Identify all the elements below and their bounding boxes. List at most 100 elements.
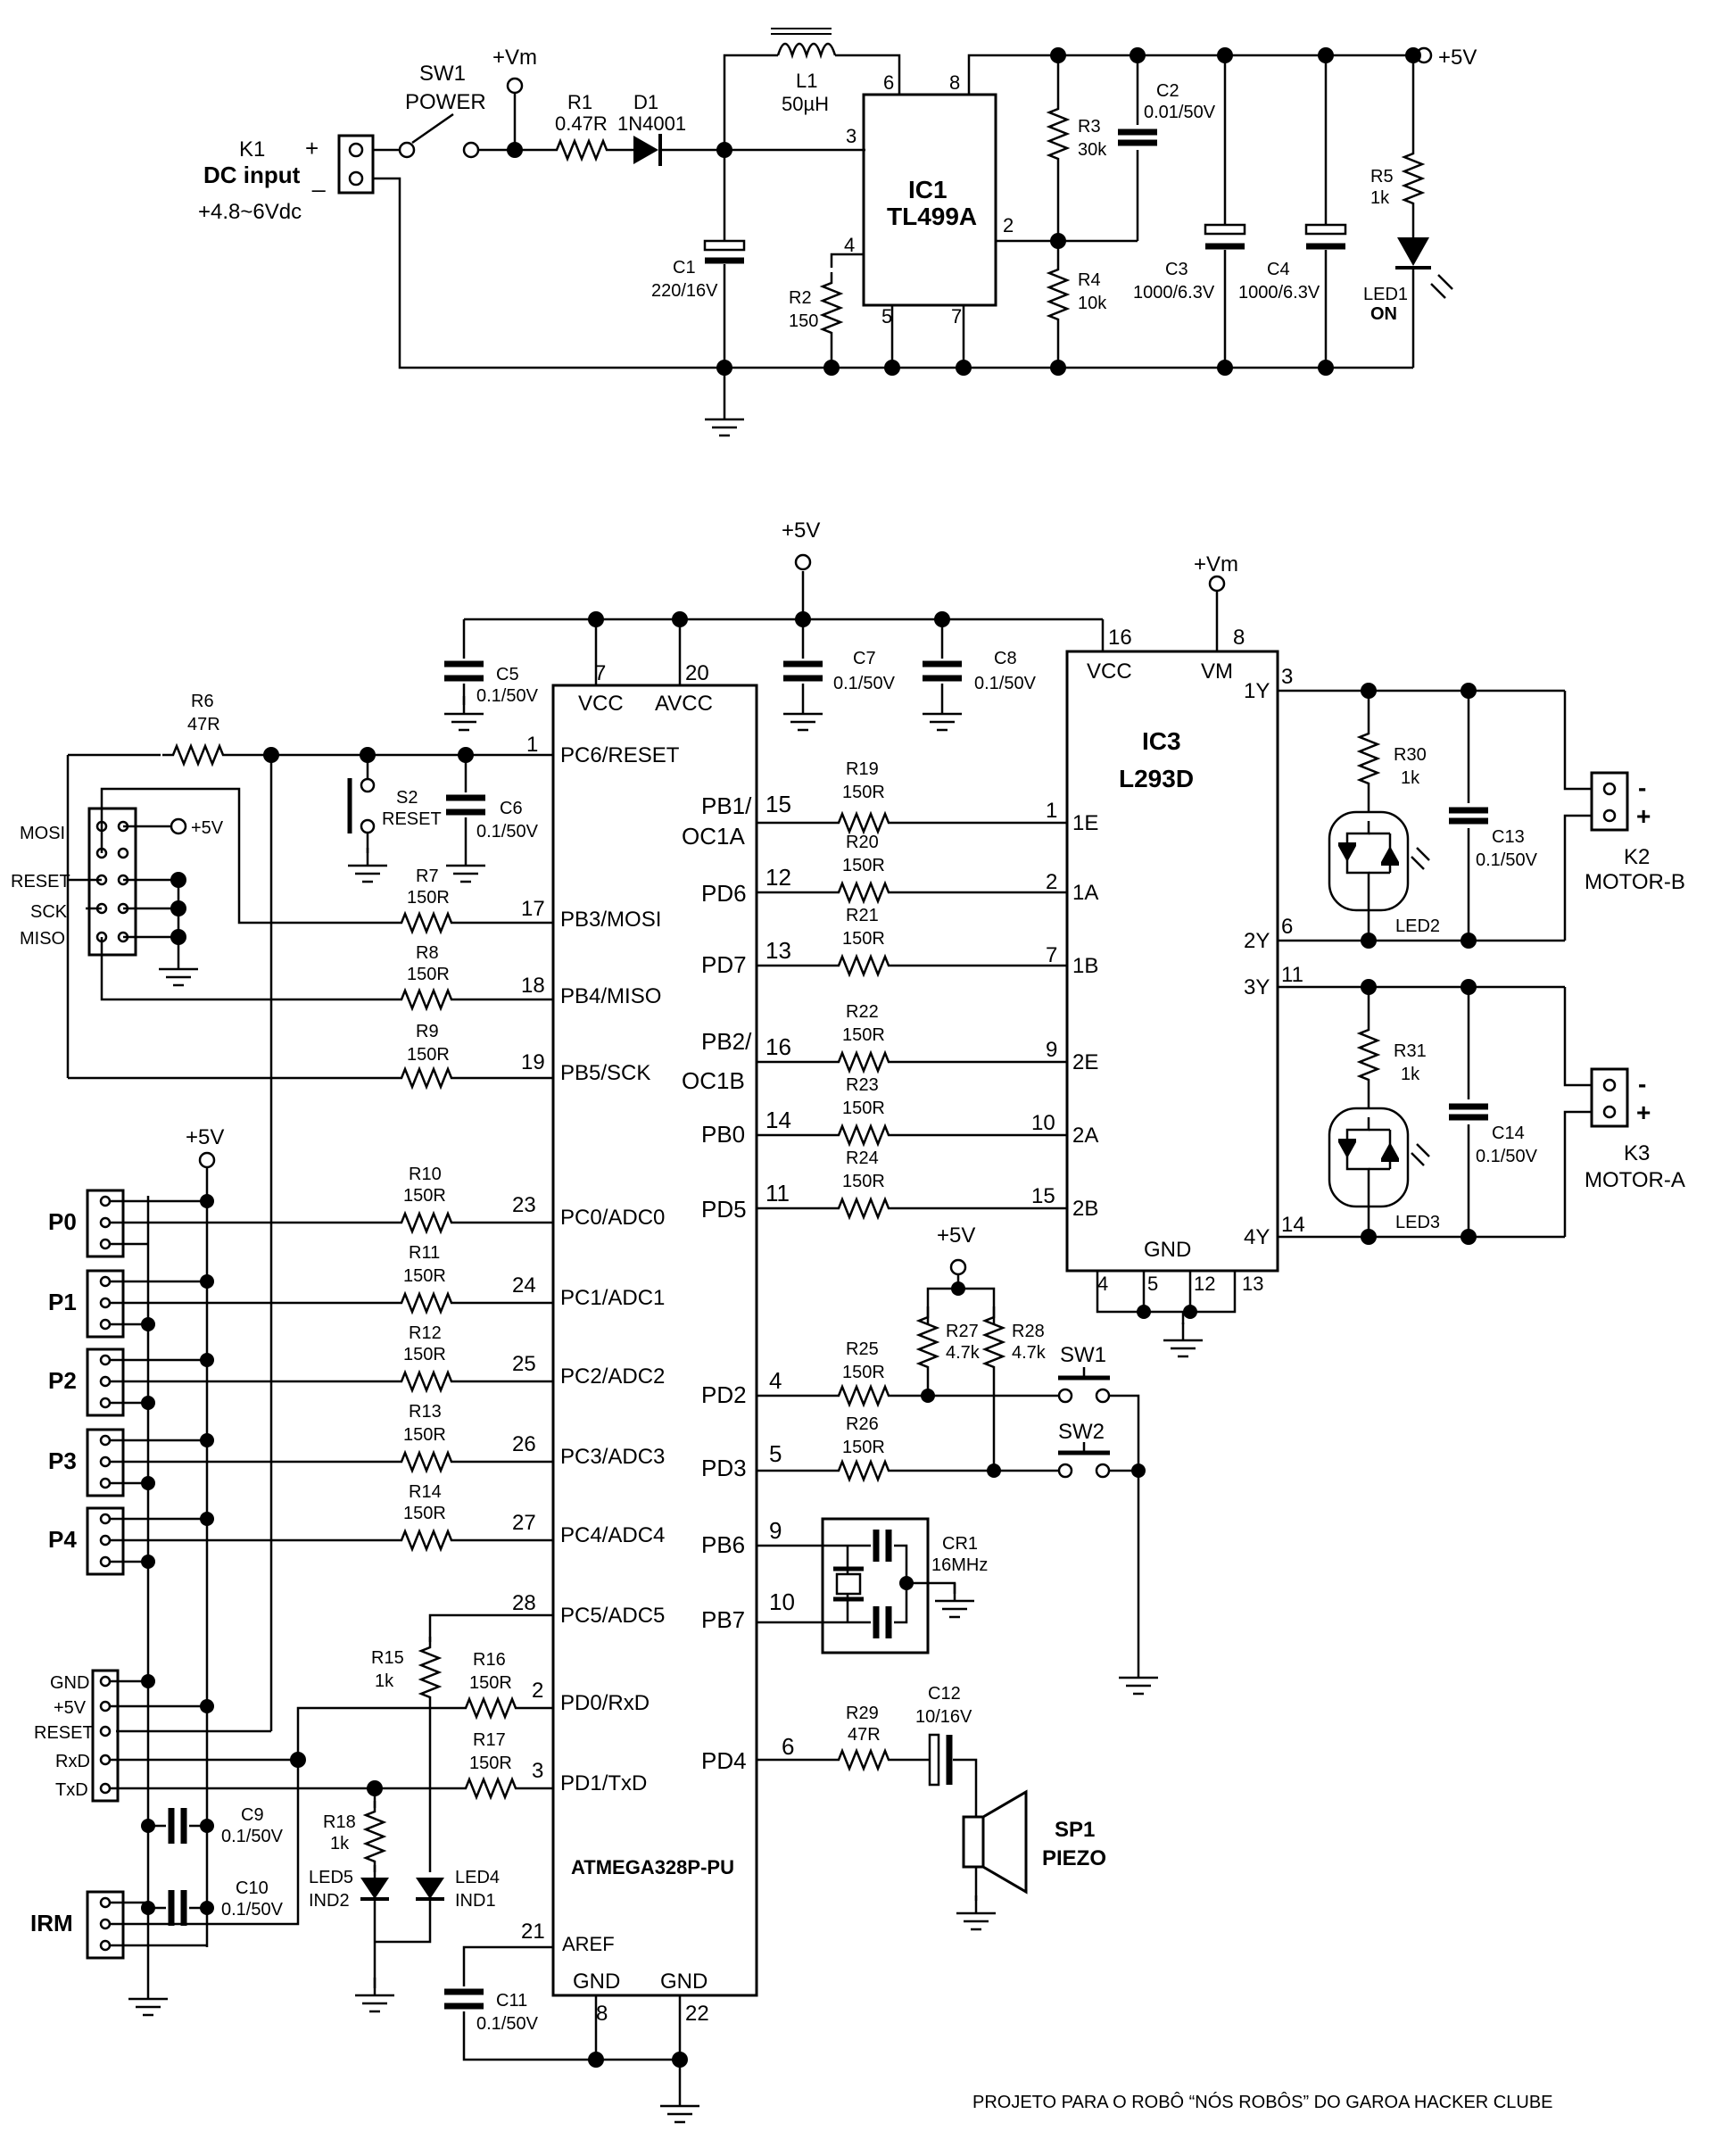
pin-num: 14 — [765, 1107, 791, 1133]
l1-ref: L1 — [796, 70, 817, 92]
serial-txd: TxD — [55, 1780, 88, 1800]
r28-value: 4.7k — [1012, 1343, 1047, 1363]
s2-ref: S2 — [396, 788, 418, 808]
pin-num: 18 — [521, 974, 545, 998]
r31-value: 1k — [1401, 1065, 1420, 1084]
r2-value: 150 — [789, 311, 818, 331]
pin-num: 11 — [1281, 963, 1303, 987]
r19-value: 150R — [842, 783, 885, 802]
r21-value: 150R — [842, 929, 885, 949]
isp-miso: MISO — [20, 929, 65, 949]
sw1-contact — [398, 141, 416, 159]
d1-ref: D1 — [633, 91, 658, 113]
led5-name: IND2 — [309, 1891, 350, 1911]
c6-value: 0.1/50V — [476, 822, 539, 842]
r4-ref: R4 — [1078, 270, 1101, 290]
pin-name: PD0/RxD — [560, 1691, 650, 1715]
port-p3: P3 — [48, 1447, 77, 1474]
pin-name: PC6/RESET — [560, 743, 680, 767]
pin-num: 27 — [512, 1511, 536, 1535]
r7-value: 150R — [407, 888, 450, 908]
ic1-pin7: 7 — [951, 305, 962, 328]
sp1-name: PIEZO — [1042, 1846, 1106, 1870]
ic3-part: L293D — [1119, 765, 1194, 792]
c11-value: 0.1/50V — [476, 2014, 539, 2034]
r24-value: 150R — [842, 1172, 885, 1191]
pullup-v5-label: +5V — [937, 1223, 975, 1248]
r17-ref: R17 — [473, 1730, 506, 1750]
pin-name: 4Y — [1244, 1225, 1270, 1249]
r3-ref: R3 — [1078, 117, 1101, 137]
ic3-vm: VM — [1201, 659, 1233, 684]
r30-value: 1k — [1401, 768, 1420, 788]
serial-rxd: RxD — [55, 1752, 90, 1771]
k3-plus: + — [1636, 1099, 1651, 1126]
r15-ref: R15 — [371, 1648, 404, 1668]
pin-name: 1Y — [1244, 679, 1270, 703]
mcu-v5-label: +5V — [782, 518, 820, 543]
r1-value: 0.47R — [555, 112, 608, 135]
c12-ref: C12 — [928, 1684, 961, 1704]
led4-ref: LED4 — [455, 1868, 500, 1887]
pin-name: 1E — [1072, 811, 1098, 835]
pin-name: PC1/ADC1 — [560, 1286, 665, 1310]
port-p4: P4 — [48, 1526, 77, 1553]
isp-sck: SCK — [30, 902, 68, 922]
sp1-speaker — [962, 1815, 985, 1869]
pin-num: 16 — [765, 1033, 791, 1060]
l1-value: 50µH — [782, 93, 829, 115]
pin-name: 3Y — [1244, 975, 1270, 999]
k3-name: MOTOR-A — [1585, 1168, 1685, 1192]
mcu-gnd2: GND — [660, 1969, 708, 1994]
mcu-chip — [551, 684, 758, 1997]
pin-num: 17 — [521, 897, 545, 921]
pin-name: PB5/SCK — [560, 1061, 650, 1085]
pin-name: PD7 — [701, 951, 747, 978]
ic1-pin5: 5 — [881, 305, 892, 328]
pin-name: PB6 — [701, 1531, 745, 1558]
pin-num: 13 — [765, 937, 791, 964]
ports-v5-label: +5V — [186, 1125, 224, 1149]
led4-name: IND1 — [455, 1891, 496, 1911]
k1-name: DC input — [203, 162, 301, 188]
ic1-pin3: 3 — [846, 125, 856, 147]
r24-ref: R24 — [846, 1148, 879, 1168]
c3-ref: C3 — [1165, 260, 1188, 279]
r25-value: 150R — [842, 1363, 885, 1382]
c10-value: 0.1/50V — [221, 1900, 284, 1920]
c9-value: 0.1/50V — [221, 1827, 284, 1846]
r6-value: 47R — [187, 715, 220, 734]
mcu-pin7: 7 — [594, 661, 606, 685]
ic3-gnd-pin13: 13 — [1242, 1273, 1263, 1295]
c8-ref: C8 — [994, 649, 1017, 668]
k1-plus: + — [305, 135, 319, 162]
ic3-vm-label: +Vm — [1194, 552, 1238, 576]
pin-num: 15 — [1031, 1184, 1055, 1208]
pin-name: PD4 — [701, 1747, 747, 1774]
r28-ref: R28 — [1012, 1322, 1045, 1341]
k2-connector — [1590, 771, 1629, 832]
pin-num: 12 — [765, 864, 791, 891]
pin-name: PD5 — [701, 1196, 747, 1223]
ic1-pin8: 8 — [949, 71, 960, 94]
r9-ref: R9 — [416, 1022, 439, 1041]
k2-minus: - — [1638, 774, 1646, 801]
c2-value: 0.01/50V — [1144, 103, 1216, 122]
r10-ref: R10 — [409, 1165, 442, 1184]
r27-ref: R27 — [946, 1322, 979, 1341]
ic3-ref: IC3 — [1142, 727, 1181, 755]
pin-name: 1A — [1072, 881, 1098, 905]
c4-ref: C4 — [1267, 260, 1290, 279]
led2-ref: LED2 — [1395, 916, 1440, 936]
port-p0: P0 — [48, 1208, 77, 1235]
pin-name: PB4/MISO — [560, 984, 661, 1008]
port-p2: P2 — [48, 1367, 77, 1394]
c1-value: 220/16V — [651, 281, 718, 301]
mcu-vcc-label: VCC — [578, 692, 624, 716]
pin-num: 10 — [1031, 1111, 1055, 1135]
c2-ref: C2 — [1156, 81, 1179, 101]
c7-ref: C7 — [853, 649, 876, 668]
serial-connector — [91, 1669, 120, 1803]
c13-value: 0.1/50V — [1476, 850, 1538, 870]
